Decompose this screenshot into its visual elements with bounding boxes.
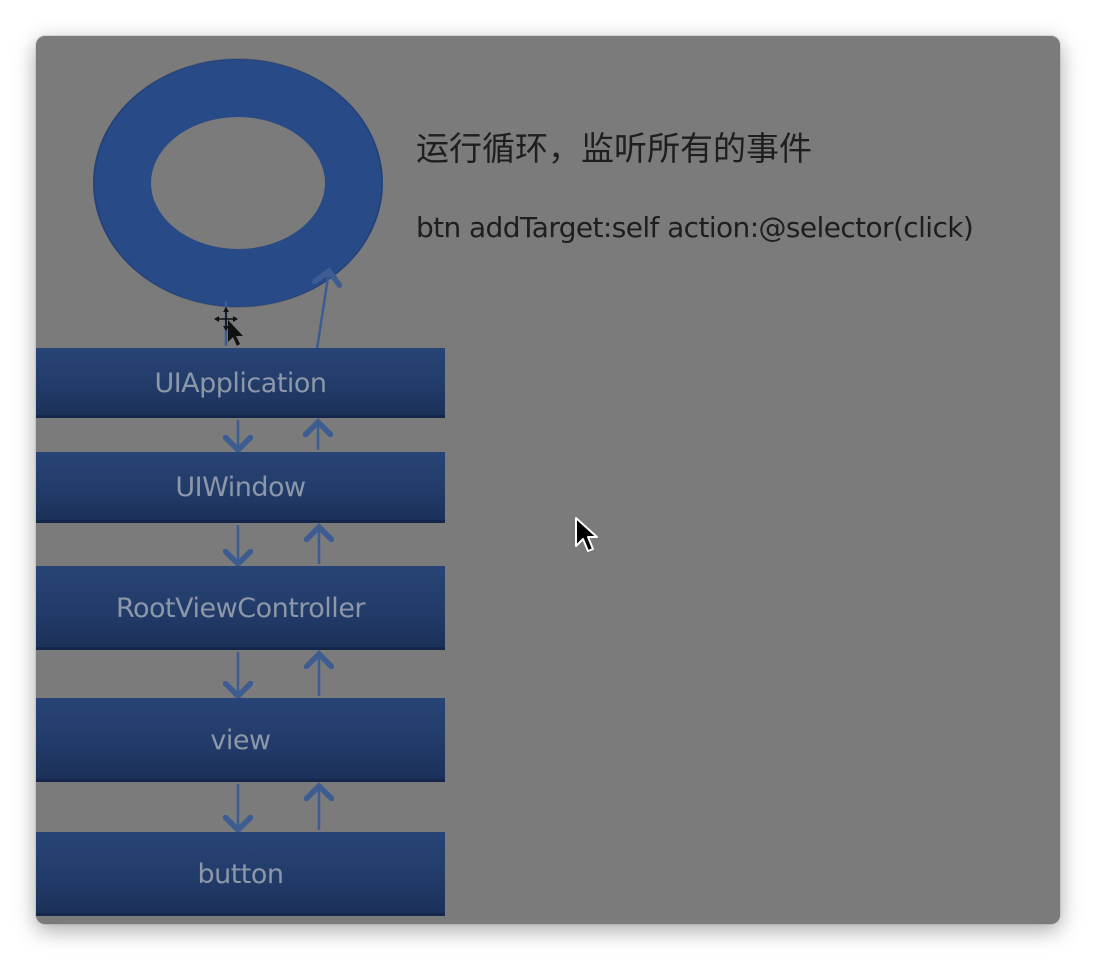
move-cursor-icon — [214, 307, 243, 346]
diagram-canvas — [93, 58, 383, 924]
layer-uiapplication: UIApplication — [36, 348, 445, 418]
runloop-description: 运行循环，监听所有的事件 — [416, 129, 812, 168]
layer-uiwindow: UIWindow — [36, 452, 445, 523]
arrow-pointer-icon — [575, 517, 598, 552]
layer-button: button — [36, 832, 445, 916]
layer-label: RootViewController — [115, 592, 366, 624]
layer-label: UIWindow — [175, 472, 306, 503]
add-target-code: btn addTarget:self action:@selector(clic… — [416, 211, 974, 244]
layer-view: view — [36, 698, 445, 782]
layer-label: UIApplication — [154, 367, 327, 399]
slide-window: UIApplication UIWindow RootViewControlle… — [36, 36, 1060, 924]
layer-rootviewcontroller: RootViewController — [36, 566, 445, 650]
layer-label: view — [210, 724, 271, 756]
layer-label: button — [197, 858, 284, 890]
arrow-up-to-runloop — [317, 271, 329, 350]
run-loop-ring — [93, 58, 383, 308]
